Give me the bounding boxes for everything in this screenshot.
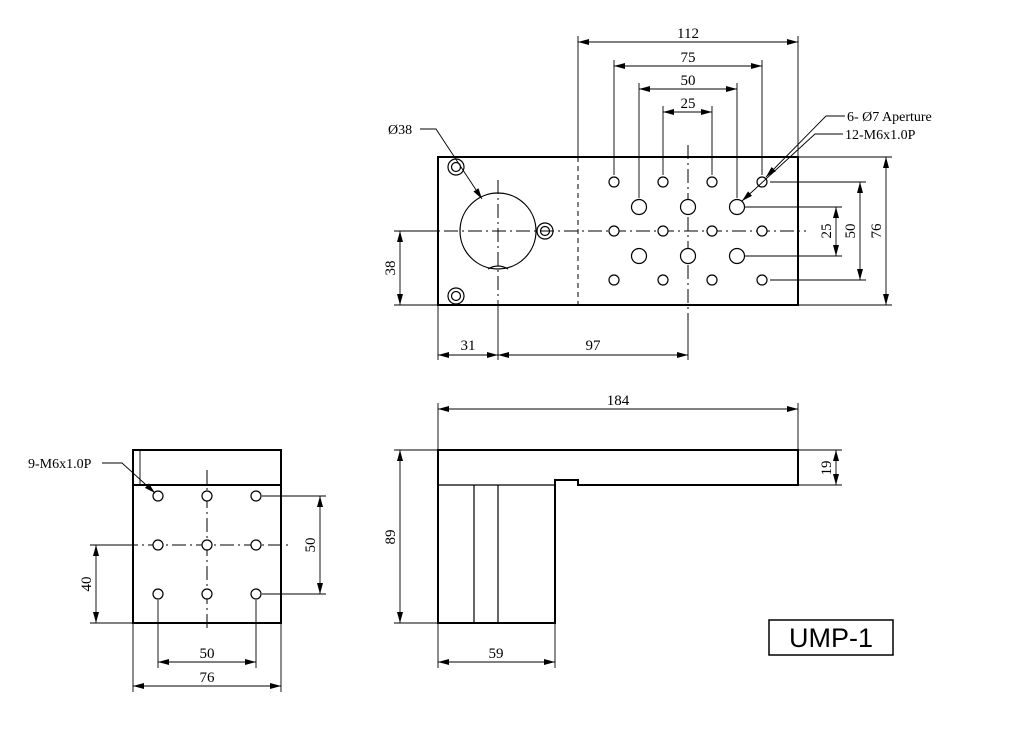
callout-text: 9-M6x1.0P [28,457,92,472]
threaded-hole [657,176,669,188]
screw-icon [447,158,465,176]
top-view: 112 75 50 25 76 [383,26,932,360]
threaded-hole [756,274,768,286]
model-label: UMP-1 [789,623,873,653]
front-dim-40: 40 [79,544,133,624]
side-view: 184 89 19 59 [383,393,842,668]
threaded-hole [152,539,164,551]
callout-text: 6- Ø7 Aperture [847,110,932,125]
dim-text: 50 [843,224,859,239]
threaded-hole [657,274,669,286]
screw-icon [536,222,554,240]
side-dim-19: 19 [798,449,842,486]
aperture-hole [728,247,746,265]
dim-25: 25 [662,96,713,175]
dim-text: 112 [677,26,699,42]
dim-text: 75 [681,50,696,66]
dim-text: 31 [461,338,476,354]
threaded-hole [152,588,164,600]
front-dim-50v: 50 [262,495,326,595]
callout-text: 12-M6x1.0P [845,128,916,143]
dim-50: 50 [638,73,738,198]
threaded-hole [250,588,262,600]
threaded-hole [201,490,213,502]
dim-76: 76 [798,156,892,306]
dim-25-vertical: 25 [745,206,842,257]
model-label-box: UMP-1 [768,619,894,656]
aperture-hole [679,247,697,265]
threaded-hole [201,588,213,600]
threaded-hole [608,176,620,188]
callout-threads: 12-M6x1.0P [741,128,916,202]
callout-text: Ø38 [388,123,412,138]
dim-50-vertical: 50 [770,181,866,281]
screw-icon [447,287,465,305]
threaded-hole [250,539,262,551]
dim-text: 25 [819,224,835,239]
front-dim-76: 76 [132,623,282,692]
dim-text: 184 [607,393,630,409]
threaded-hole [706,176,718,188]
aperture-hole [679,198,697,216]
threaded-holes [608,176,768,286]
front-threaded-holes [152,490,262,600]
threaded-hole [657,225,669,237]
dim-text: 59 [489,646,504,662]
bore-circle [459,192,537,270]
threaded-hole [706,274,718,286]
dim-text: 19 [819,461,835,476]
dim-75: 75 [613,50,763,175]
dim-text: 76 [200,670,216,686]
apertures [630,198,746,265]
dim-text: 76 [869,223,885,239]
threaded-hole [201,539,213,551]
callout-dia38: Ø38 [388,123,483,200]
front-dim-50: 50 [157,600,257,668]
side-view-outline [437,449,799,624]
callout-front-threads: 9-M6x1.0P [28,457,156,494]
side-dim-89: 89 [383,449,438,624]
threaded-hole [152,490,164,502]
dim-text: 97 [586,338,602,354]
dim-38: 38 [383,230,438,306]
dim-text: 50 [200,646,215,662]
dim-text: 50 [681,73,696,89]
threaded-hole [250,490,262,502]
front-view: 9-M6x1.0P 50 40 50 76 [28,449,326,692]
threaded-hole [756,225,768,237]
threaded-hole [608,274,620,286]
bore-notch [487,265,509,270]
threaded-hole [706,225,718,237]
dim-31: 31 [437,300,499,360]
dim-text: 50 [303,538,319,553]
dim-text: 89 [383,530,399,545]
dim-text: 38 [383,261,399,276]
side-dim-184: 184 [437,393,799,450]
aperture-hole [630,247,648,265]
aperture-hole [728,198,746,216]
callout-aperture: 6- Ø7 Aperture [765,110,932,178]
dim-text: 25 [681,96,696,112]
dim-text: 40 [79,577,95,592]
threaded-hole [608,225,620,237]
side-dim-59: 59 [437,623,556,668]
dim-112: 112 [577,26,799,157]
aperture-hole [630,198,648,216]
dim-97: 97 [498,320,689,360]
